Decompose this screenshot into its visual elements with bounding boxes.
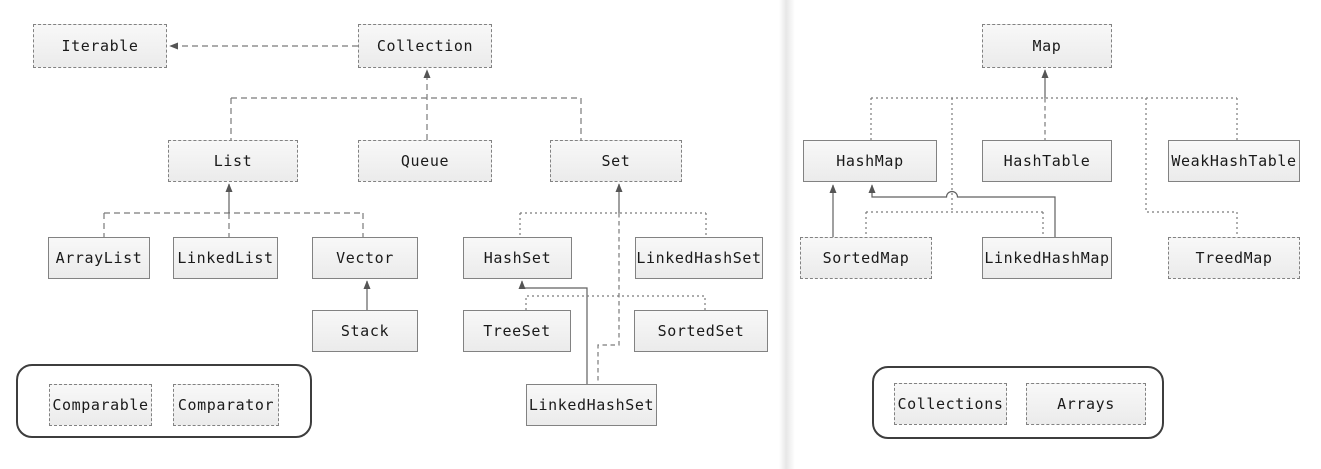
node-linkedhashset-top: LinkedHashSet: [635, 237, 763, 279]
node-label-weakhashtable: WeakHashTable: [1171, 152, 1297, 170]
node-label-sortedmap: SortedMap: [822, 249, 910, 267]
node-label-list: List: [213, 152, 253, 170]
node-label-linkedhashmap: LinkedHashMap: [984, 249, 1110, 267]
node-label-comparable: Comparable: [52, 396, 149, 414]
node-label-treedmap: TreedMap: [1195, 249, 1273, 267]
node-label-arrays: Arrays: [1057, 395, 1115, 413]
edge-treeset-implements-sortedset: [525, 295, 706, 310]
node-sortedset: SortedSet: [634, 310, 768, 352]
utility-group-left: [16, 364, 312, 438]
node-label-treeset: TreeSet: [483, 322, 551, 340]
edge-linkedhashset-extends-hashset: [518, 280, 588, 384]
node-label-stack: Stack: [340, 322, 390, 340]
utility-group-right: [872, 366, 1164, 439]
edge-bus-to-treedmap: [1145, 98, 1238, 237]
node-treedmap: TreedMap: [1168, 237, 1300, 279]
node-collection: Collection: [358, 24, 492, 68]
node-map: Map: [982, 24, 1112, 68]
node-queue: Queue: [358, 140, 492, 182]
node-label-map: Map: [1032, 37, 1062, 55]
node-label-comparator: Comparator: [177, 396, 275, 414]
node-linkedhashset-bottom: LinkedHashSet: [526, 384, 657, 426]
node-label-iterable: Iterable: [61, 37, 139, 55]
node-label-linkedlist: LinkedList: [177, 249, 274, 267]
node-label-collection: Collection: [376, 37, 474, 55]
edge-set-to-linkedhashset-bottom: [597, 213, 620, 384]
node-comparable: Comparable: [49, 384, 152, 426]
node-label-set: Set: [601, 152, 631, 170]
node-label-hashmap: HashMap: [836, 152, 904, 170]
node-list: List: [168, 140, 298, 182]
node-linkedlist: LinkedList: [173, 237, 278, 279]
node-label-collections: Collections: [897, 395, 1004, 413]
node-label-vector: Vector: [336, 249, 394, 267]
node-label-hashset: HashSet: [483, 249, 552, 267]
node-label-linkedhashset-bottom: LinkedHashSet: [528, 396, 655, 414]
node-label-queue: Queue: [400, 152, 450, 170]
node-set: Set: [550, 140, 682, 182]
edge-linkedhashmap-to-hashmap: [868, 184, 1056, 237]
node-comparator: Comparator: [173, 384, 279, 426]
node-weakhashtable: WeakHashTable: [1168, 140, 1300, 182]
node-label-sortedset: SortedSet: [657, 322, 745, 340]
node-treeset: TreeSet: [463, 310, 571, 352]
node-sortedmap: SortedMap: [800, 237, 932, 279]
node-stack: Stack: [312, 310, 418, 352]
node-arraylist: ArrayList: [48, 237, 150, 279]
node-label-arraylist: ArrayList: [55, 249, 143, 267]
node-hashset: HashSet: [463, 237, 572, 279]
node-label-linkedhashset-top: LinkedHashSet: [636, 249, 762, 267]
node-label-hashtable: HashTable: [1003, 152, 1091, 170]
node-hashtable: HashTable: [982, 140, 1112, 182]
node-hashmap: HashMap: [803, 140, 937, 182]
node-vector: Vector: [312, 237, 418, 279]
node-iterable: Iterable: [33, 24, 167, 68]
node-collections: Collections: [894, 383, 1007, 425]
node-arrays: Arrays: [1026, 383, 1146, 425]
node-linkedhashmap: LinkedHashMap: [982, 237, 1112, 279]
